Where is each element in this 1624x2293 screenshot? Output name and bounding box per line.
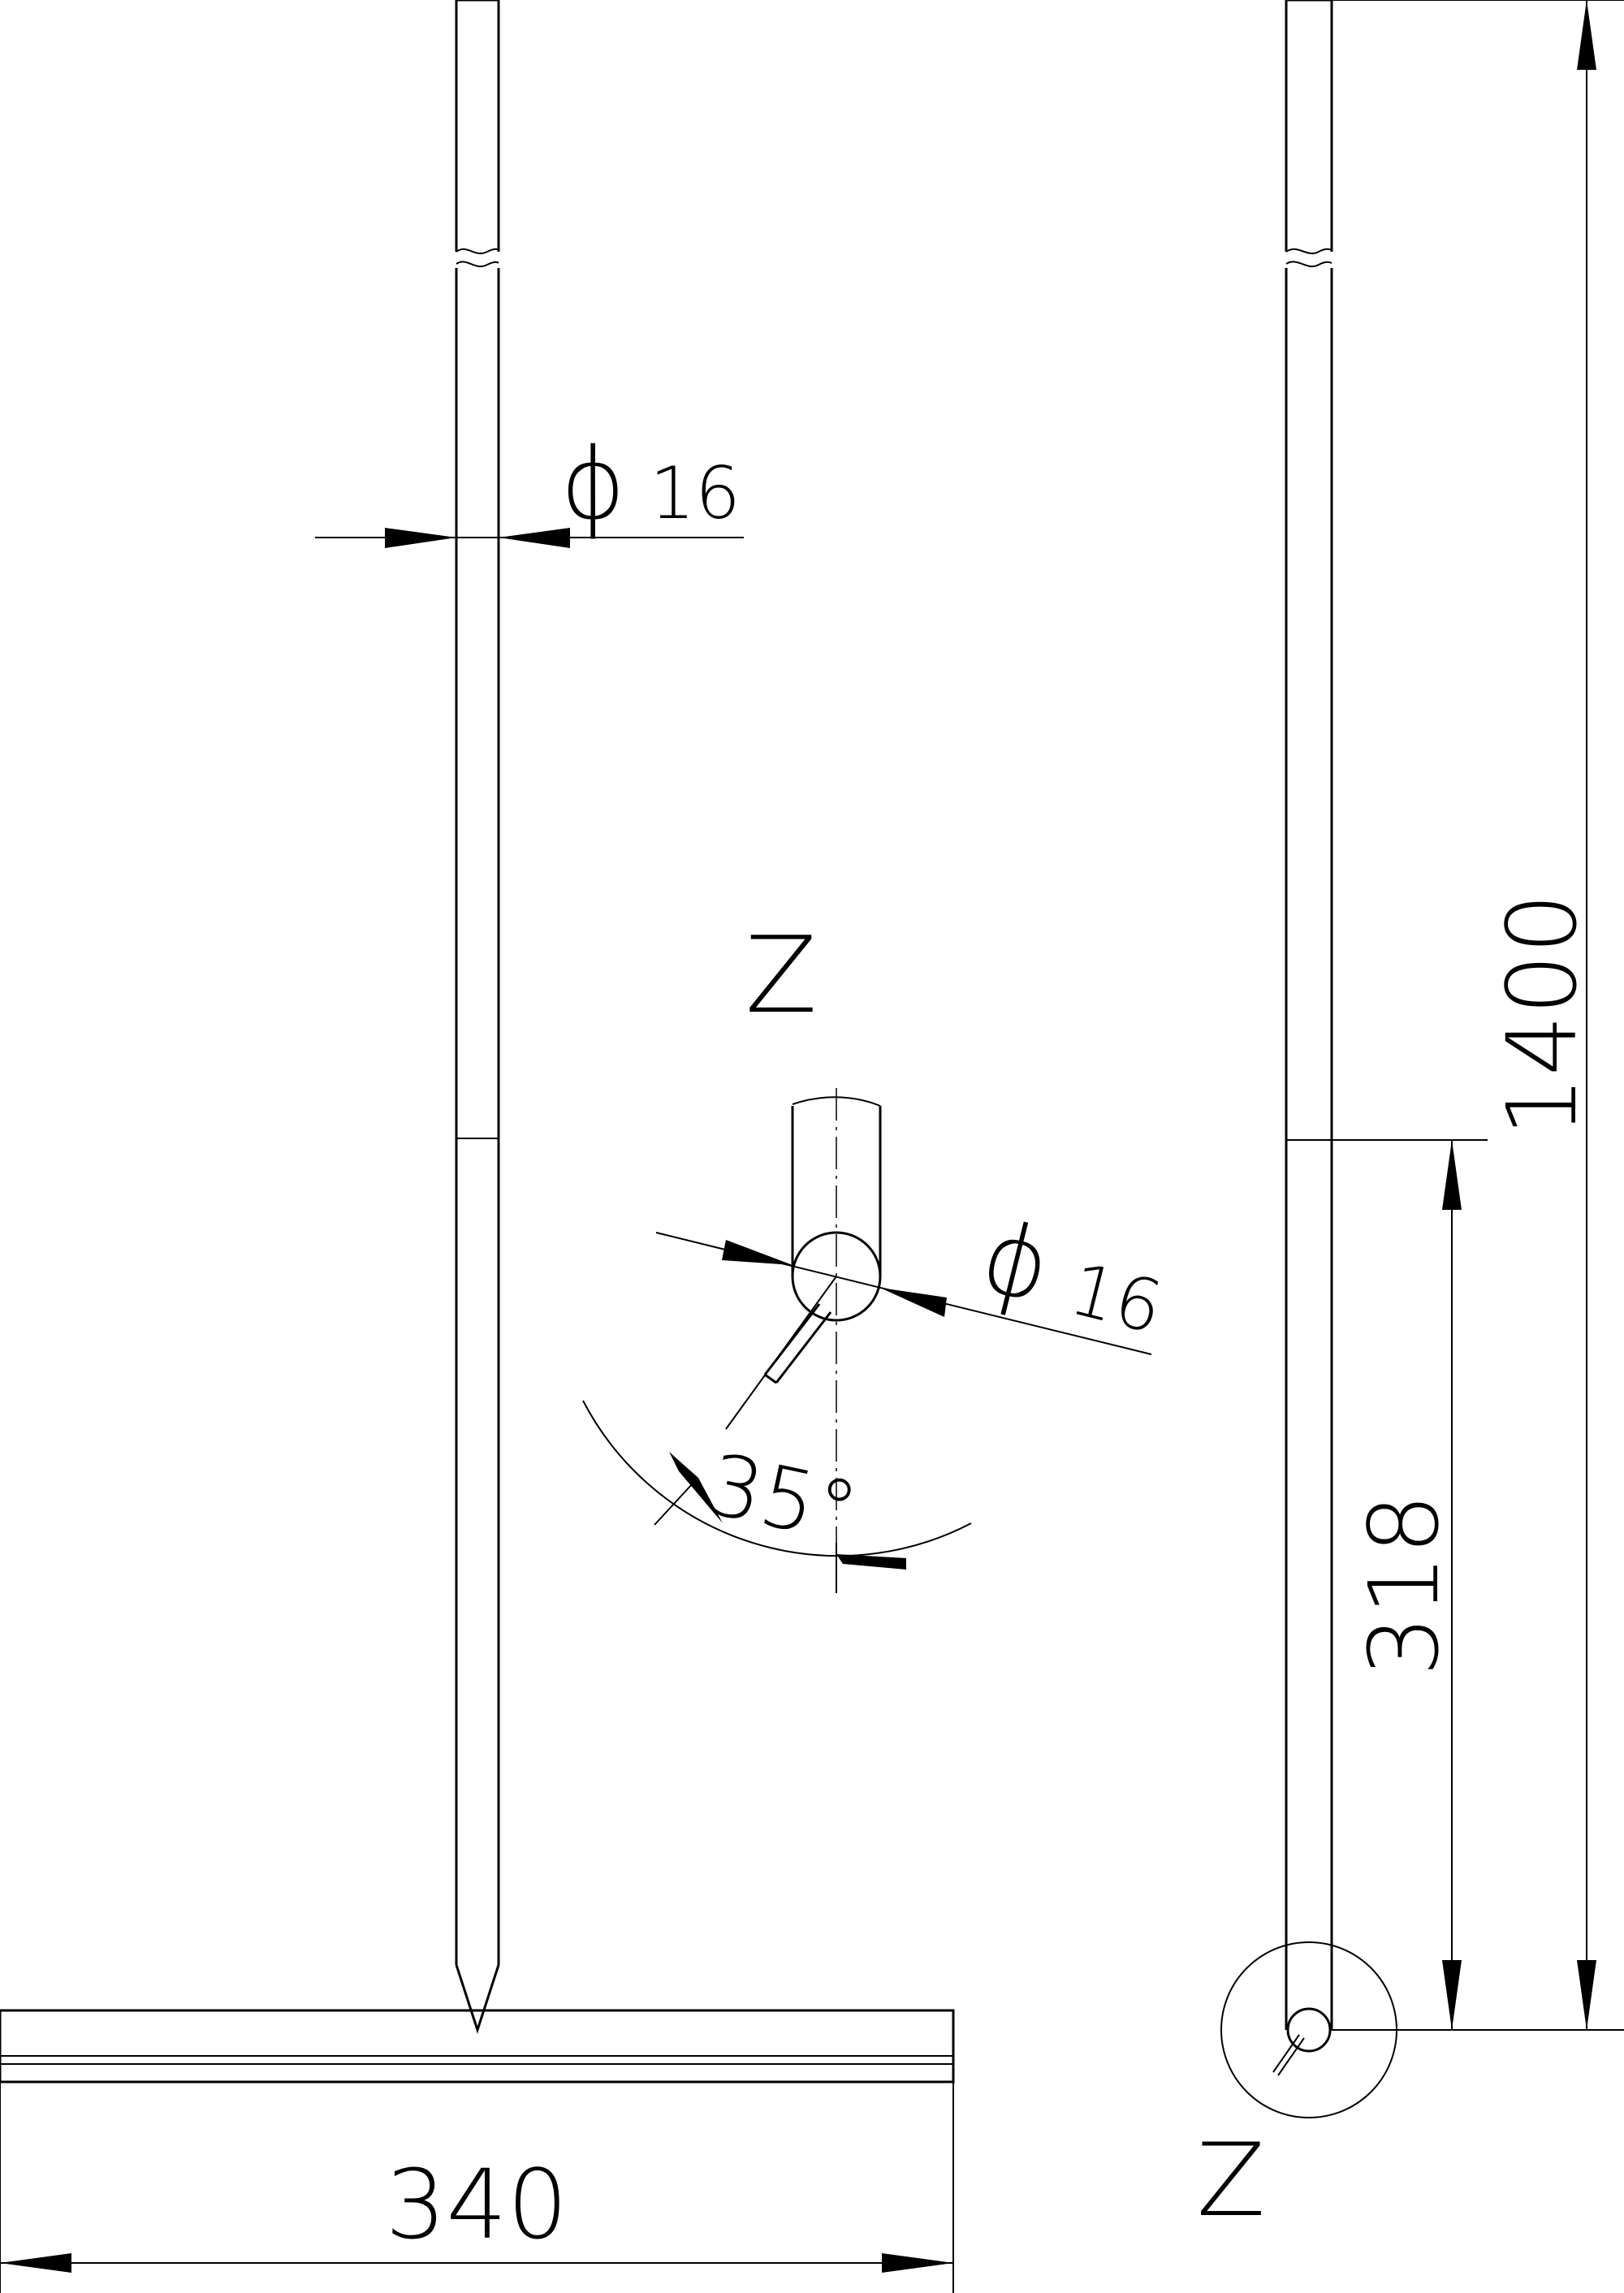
- detail-diameter-symbol: ϕ: [970, 1198, 1061, 1325]
- base-width-value: 340: [385, 2148, 568, 2261]
- side-rod: [1285, 0, 1333, 2030]
- detail-diameter-dimension: ϕ 16: [655, 1198, 1171, 1355]
- rod-diameter-dimension: ϕ 16: [315, 426, 744, 548]
- base-bar: [0, 2009, 955, 2084]
- rod-diameter-value: 16: [650, 451, 741, 535]
- detail-pin: [725, 1276, 837, 1430]
- rod-diameter-symbol: ϕ: [560, 426, 625, 542]
- partial-height-value: 318: [1348, 1493, 1460, 1676]
- detail-view-title: Z: [745, 913, 817, 1037]
- side-view: Z 1400 318: [1197, 0, 1624, 2239]
- front-view: ϕ 16 340: [0, 0, 955, 2293]
- detail-diameter-value: 16: [1062, 1247, 1171, 1350]
- total-height-value: 1400: [1486, 893, 1598, 1137]
- angle-value: 35°: [699, 1434, 866, 1562]
- detail-callout-label: Z: [1197, 2122, 1266, 2239]
- partial-height-dimension: 318: [1348, 1140, 1462, 2030]
- detail-callout: Z: [1197, 1941, 1397, 2239]
- rod: [455, 0, 500, 2034]
- detail-view-z: Z ϕ 16 35°: [582, 913, 1171, 1593]
- total-height-dimension: 1400: [1486, 0, 1598, 2030]
- base-width-dimension: 340: [0, 2082, 954, 2293]
- detail-rod: [791, 1088, 882, 1591]
- angle-dimension: 35°: [582, 1400, 972, 1593]
